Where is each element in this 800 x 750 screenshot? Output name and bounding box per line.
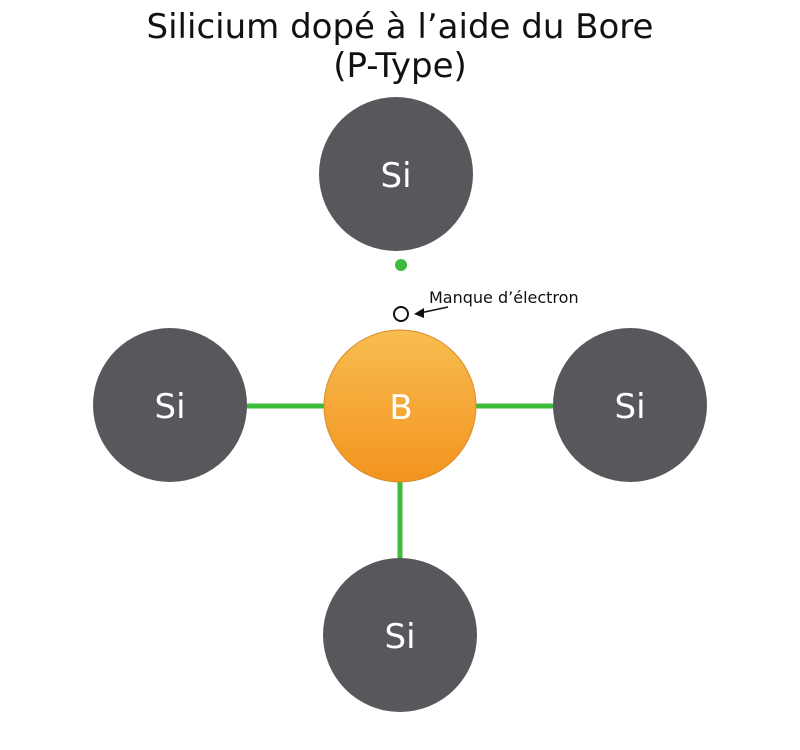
hole-label: Manque d’électron (429, 288, 579, 307)
boron-atom: B (323, 329, 477, 483)
title-line-1: Silicium dopé à l’aide du Bore (146, 7, 654, 47)
atom-label-left: Si (154, 387, 185, 427)
silicon-atom-left: Si (93, 328, 247, 482)
atom-label-right: Si (614, 387, 645, 427)
silicon-atom-bottom: Si (323, 558, 477, 712)
atom-label-top: Si (380, 156, 411, 196)
hole-arrow (414, 306, 449, 318)
diagram-title: Silicium dopé à l’aide du Bore (P-Type) (0, 8, 800, 86)
silicon-atom-top: Si (319, 97, 473, 251)
atom-label-bottom: Si (384, 617, 415, 657)
silicon-atom-right: Si (553, 328, 707, 482)
electron-dot (395, 259, 407, 271)
atom-label-center: B (389, 388, 412, 428)
title-line-2: (P-Type) (333, 46, 467, 86)
hole-marker (393, 306, 409, 322)
